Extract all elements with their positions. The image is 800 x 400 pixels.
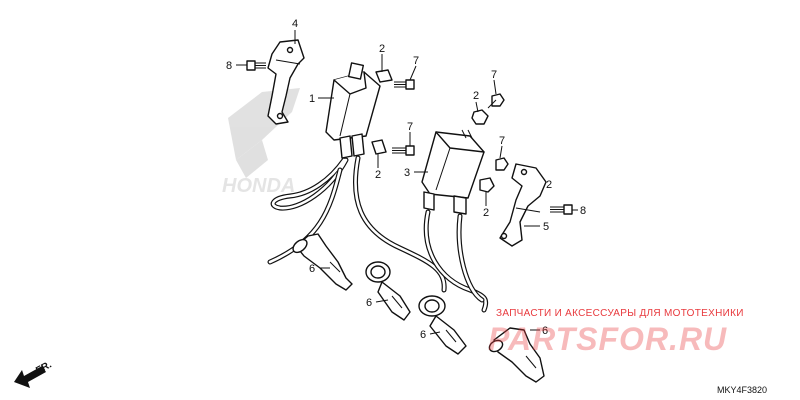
bolt-part-7-right-upper — [487, 93, 505, 109]
callout-2-top: 2 — [379, 43, 385, 55]
callout-2-right-lower: 2 — [483, 207, 489, 219]
callout-7-mid: 7 — [407, 121, 413, 133]
plug-cap-part-6-a — [292, 233, 353, 291]
callout-6-a: 6 — [309, 263, 315, 275]
ignition-coil-part-1 — [325, 62, 381, 159]
bracket-part-4 — [267, 39, 305, 125]
plug-cap-part-6-b — [365, 261, 411, 321]
clip-part-2-upper — [375, 69, 393, 83]
plug-cap-part-6-c — [418, 295, 467, 355]
callout-numbers: 4 8 1 2 7 7 2 2 3 7 2 7 2 8 5 6 6 6 6 — [226, 18, 586, 341]
callout-7-top: 7 — [413, 55, 419, 67]
nut-part-2-lower-right — [479, 177, 495, 193]
bolt-part-8-right — [550, 204, 573, 215]
nut-part-2-upper-right — [471, 109, 489, 125]
partsfor-watermark: ЗАПЧАСТИ И АКСЕССУАРЫ ДЛЯ МОТОТЕХНИКИ PA… — [488, 308, 744, 357]
bolt-part-7-right-lower — [495, 157, 509, 171]
callout-7-right-top: 7 — [491, 69, 497, 81]
bolt-part-7-upper — [394, 79, 415, 90]
callout-2-right-upper: 2 — [473, 90, 479, 102]
callout-3: 3 — [404, 167, 410, 179]
callout-6-b: 6 — [366, 297, 372, 309]
callout-2-mid: 2 — [375, 169, 381, 181]
plug-cap-part-6-d — [488, 327, 545, 383]
watermark-caption: ЗАПЧАСТИ И АКСЕССУАРЫ ДЛЯ МОТОТЕХНИКИ — [496, 308, 744, 319]
leader-lines — [236, 30, 578, 335]
diagram-code: MKY4F3820 — [717, 385, 767, 395]
ignition-coil-part-3 — [421, 129, 485, 215]
front-direction-arrow: FR. — [14, 359, 54, 388]
callout-5: 5 — [543, 221, 549, 233]
honda-watermark-logo: HONDA — [222, 88, 300, 197]
watermark-logo: PARTSFOR.RU — [488, 321, 727, 357]
callout-6-d: 6 — [542, 325, 548, 337]
bracket-part-5 — [499, 163, 547, 247]
callout-8-left: 8 — [226, 60, 232, 72]
callout-2-far-right: 2 — [546, 179, 552, 191]
ignition-cables — [267, 155, 489, 313]
bolt-part-8-left — [246, 60, 266, 71]
bolt-part-7-lower — [392, 145, 415, 156]
callout-1: 1 — [309, 93, 315, 105]
callout-7-right-mid: 7 — [499, 135, 505, 147]
callout-4: 4 — [292, 18, 298, 30]
clip-part-2-lower — [371, 139, 387, 155]
callout-8-right: 8 — [580, 205, 586, 217]
callout-6-c: 6 — [420, 329, 426, 341]
honda-watermark-text: HONDA — [222, 175, 295, 197]
front-direction-label: FR. — [34, 359, 54, 376]
